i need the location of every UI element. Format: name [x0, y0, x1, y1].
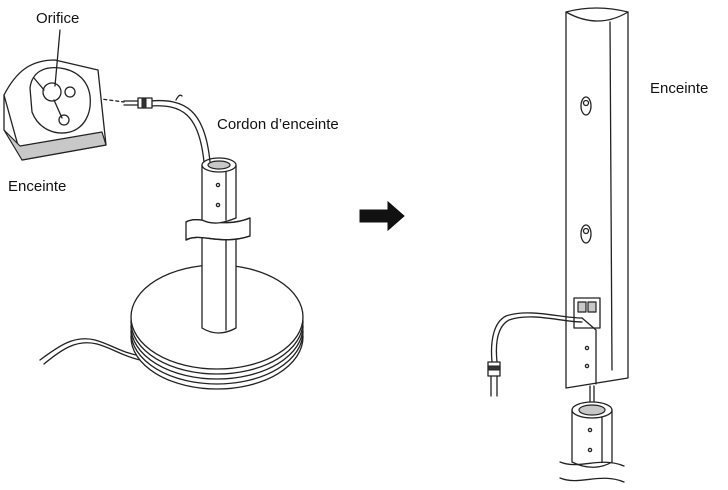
- speaker-cord-label: Cordon d’enceinte: [217, 116, 339, 133]
- orifice-leader: [54, 29, 61, 87]
- orifice-label: Orifice: [36, 10, 80, 27]
- speaker-right-drawing: [565, 7, 629, 389]
- speaker-cord: [123, 94, 211, 163]
- stand-pole: [185, 157, 251, 334]
- right-speaker-assembly: [487, 7, 629, 483]
- speaker-label-right: Enceinte: [650, 80, 709, 97]
- stand-pole-right: [559, 401, 625, 483]
- speaker-cord-right: [487, 312, 597, 405]
- left-stand-assembly: [3, 29, 304, 390]
- speaker-label-left: Enceinte: [8, 178, 67, 195]
- floor-cord: [39, 338, 141, 361]
- right-arrow-icon: [359, 200, 405, 232]
- speaker-left-drawing: [3, 59, 107, 161]
